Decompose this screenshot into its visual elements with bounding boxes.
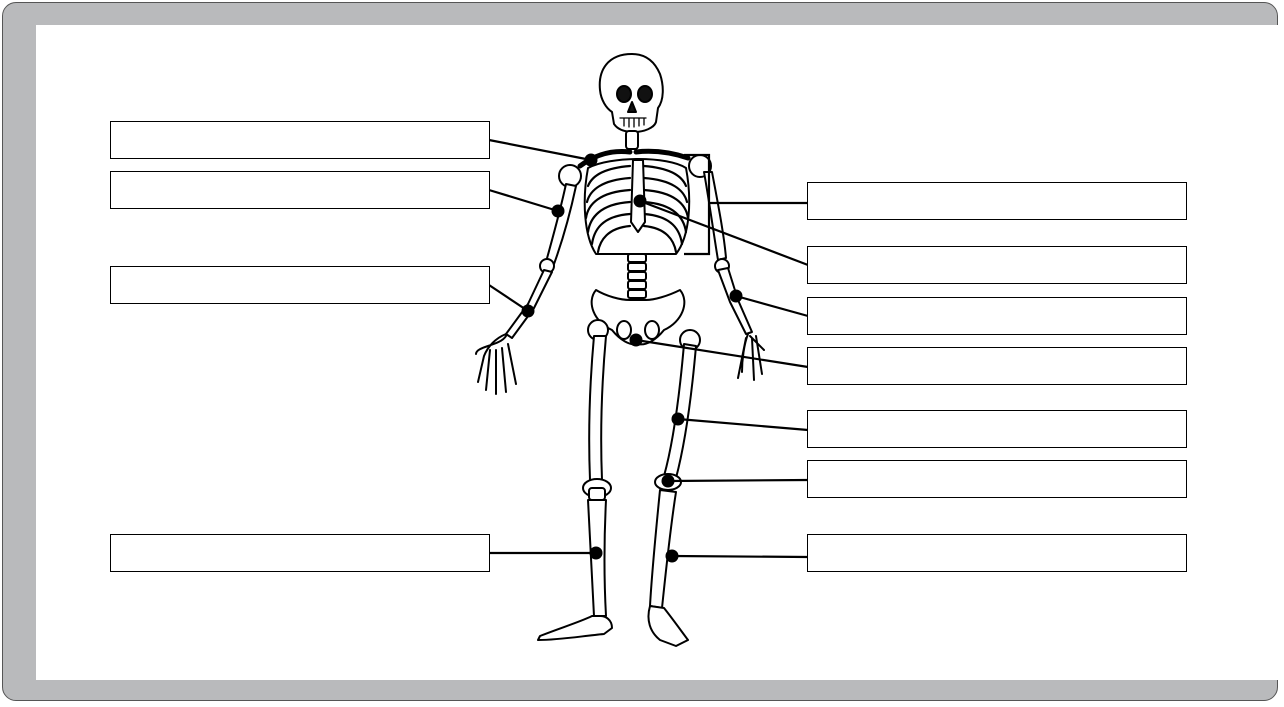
label-box-top-left-1[interactable] — [110, 121, 490, 159]
label-box-mid-left[interactable] — [110, 266, 490, 304]
eye-socket-left — [617, 86, 631, 102]
label-box-top-left-2[interactable] — [110, 171, 490, 209]
pointer-dot — [634, 195, 647, 208]
cervical-spine — [626, 131, 638, 149]
leader-line — [489, 190, 558, 211]
label-box-right-3[interactable] — [807, 297, 1187, 335]
foot-right — [648, 606, 688, 646]
patella-left — [589, 488, 605, 500]
label-box-right-4[interactable] — [807, 347, 1187, 385]
radius-ulna-left — [506, 270, 552, 338]
label-box-right-5[interactable] — [807, 410, 1187, 448]
femur-right — [664, 344, 696, 478]
pointer-dot — [662, 475, 675, 488]
clavicle-right — [636, 151, 688, 158]
pointer-dot — [522, 305, 535, 318]
lumbar-spine — [628, 254, 646, 298]
label-box-bottom-left[interactable] — [110, 534, 490, 572]
obturator-right — [645, 321, 659, 339]
shoulder-left — [559, 165, 581, 187]
leader-line — [489, 140, 591, 160]
leader-line — [736, 296, 808, 316]
label-box-right-7[interactable] — [807, 534, 1187, 572]
pointer-dot — [672, 413, 685, 426]
femur-left — [589, 336, 606, 480]
label-box-right-2[interactable] — [807, 246, 1187, 284]
pointer-dot — [585, 154, 598, 167]
hand-left — [476, 334, 516, 394]
pointer-dot — [630, 334, 643, 347]
pointer-dot — [666, 550, 679, 563]
humerus-left — [546, 184, 576, 264]
obturator-left — [617, 321, 631, 339]
leader-line — [489, 285, 528, 311]
leader-line — [672, 556, 808, 557]
pointer-dot — [552, 205, 565, 218]
pointer-dot — [730, 290, 743, 303]
foot-left — [538, 616, 612, 640]
label-box-right-6[interactable] — [807, 460, 1187, 498]
tibia-fibula-right — [650, 490, 676, 608]
leader-line — [678, 419, 808, 430]
humerus-right — [704, 172, 726, 260]
eye-socket-right — [638, 86, 652, 102]
leader-line — [636, 340, 808, 367]
label-box-right-1[interactable] — [807, 182, 1187, 220]
pointer-dot — [590, 547, 603, 560]
leader-line — [668, 480, 808, 481]
